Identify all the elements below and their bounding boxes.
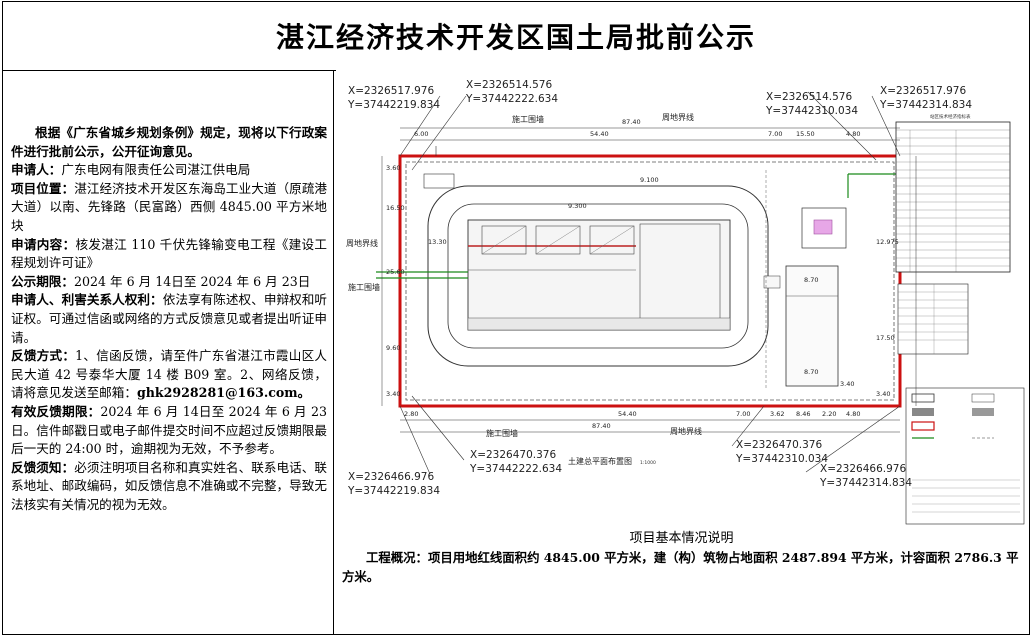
dim-bottom-3: 7.00 [736,410,750,418]
content-row: 申请内容：核发湛江 110 千伏先锋输变电工程《建设工程规划许可证》 [11,236,327,273]
location-row: 项目位置：湛江经济技术开发区东海岛工业大道（原疏港大道）以南、先锋路（民富路）西… [11,180,327,236]
coord-n1-x: X=2326514.576 [466,79,552,91]
feedback-row: 反馈方式：1、信函反馈，请至件广东省湛江市霞山区人民大道 42 号泰华大厦 14… [11,347,327,403]
coord-ne-y: Y=37442314.834 [879,99,972,111]
dim-left-3: 9.60 [386,344,400,352]
dim-inner-1: 9.300 [568,202,587,210]
rights-value: 依法享有陈述权、申辩权和听证权。可通过信函或网络的方式反馈意见或者提出听证申请。 [11,292,328,345]
content-label: 申请内容： [11,236,76,252]
label-left-road: 周地界线 [346,238,378,248]
red-line-boundary [398,154,902,408]
applicant-value: 广东电网有限责任公司湛江供电局 [61,162,251,178]
dim-top-0: 6.00 [414,130,428,138]
dim-bottom-0: 2.80 [404,410,418,418]
coord-se-x: X=2326466.976 [820,463,906,475]
label-scale: 1:1000 [640,460,656,466]
notes-row: 反馈须知：必须注明项目名称和真实姓名、联系电话、联系地址、邮政编码，如反馈信息不… [11,459,327,515]
project-summary: 工程概况：项目用地红线面积约 4845.00 平方米，建（构）筑物占地面积 24… [342,548,1026,586]
dim-bottom-2: 87.40 [592,422,611,430]
content-value: 核发湛江 110 千伏先锋输变电工程《建设工程规划许可证》 [11,236,327,271]
period-value: 2024 年 6 月 14日至 2024 年 6 月 23日 [73,273,311,289]
notes-label: 反馈须知： [11,459,75,475]
feedback-value: 1、信函反馈，请至件广东省湛江市霞山区人民大道 42 号泰华大厦 14 楼 B0… [11,348,328,401]
dim-left-0: 3.60 [386,164,400,172]
dim-bottom-4: 3.62 [770,410,784,418]
small-yard [801,207,847,249]
dim-left-5: 3.40 [386,390,400,398]
coord-n1-y: Y=37442222.634 [465,93,558,105]
location-value: 湛江经济技术开发区东海岛工业大道（原疏港大道）以南、先锋路（民富路）西侧 484… [11,180,328,233]
label-plan-title: 土建总平面布置图 [568,456,632,466]
coord-ne-x: X=2326517.976 [880,85,966,97]
coord-nw-x: X=2326517.976 [348,85,434,97]
label-left-wall: 施工围墙 [348,282,380,292]
coord-sw-y: Y=37442219.834 [347,485,440,497]
label-table-title: 站区技术经济指标表 [930,113,971,120]
coord-s2-y: Y=37442310.034 [735,453,828,465]
dim-top-5: 4.80 [846,130,860,138]
dim-top-4: 15.50 [796,130,815,138]
sub-table [897,283,969,355]
deadline-label: 有效反馈期限： [11,403,101,419]
notes-value: 必须注明项目名称和真实姓名、联系电话、联系地址、邮政编码，如反馈信息不准确或不完… [11,459,328,512]
period-row: 公示期限：2024 年 6 月 14日至 2024 年 6 月 23日 [11,273,327,292]
tech-index-table [895,121,1011,273]
title-row: 湛江经济技术开发区国土局批前公示 [3,2,1029,71]
label-bottom-wall: 施工围墙 [486,428,518,438]
annex-building [785,265,839,387]
plan-panel: X=2326517.976 Y=37442219.834 X=2326514.5… [334,70,1029,634]
summary-text: 项目用地红线面积约 4845.00 平方米，建（构）筑物占地面积 2487.89… [342,550,1019,584]
label-top-road: 周地界线 [662,112,694,122]
coord-s2-x: X=2326470.376 [736,439,822,451]
feedback-email[interactable]: ghk2928281@163.com。 [136,385,311,401]
dim-inner-3: 3.40 [840,380,854,388]
coord-s1-y: Y=37442222.634 [469,463,562,475]
coord-n2-y: Y=37442310.034 [765,105,858,117]
coord-s1-x: X=2326470.376 [470,449,556,461]
coord-sw-x: X=2326466.976 [348,471,434,483]
site-plan-drawing: X=2326517.976 Y=37442219.834 X=2326514.5… [336,70,1029,526]
construction-wall [405,161,895,401]
dim-right-0: 12.975 [876,238,899,246]
notice-panel: 根据《广东省城乡规划条例》规定，现将以下行政案件进行批前公示，公开征询意见。 申… [3,70,334,634]
notice-text: 根据《广东省城乡规划条例》规定，现将以下行政案件进行批前公示，公开征询意见。 申… [11,124,327,514]
dim-bottom-7: 4.80 [846,410,860,418]
summary-label: 工程概况： [366,550,428,565]
feedback-label: 反馈方式： [11,348,76,364]
rights-label: 申请人、利害关系人权利： [11,292,163,308]
dim-top-3: 7.00 [768,130,782,138]
page-title: 湛江经济技术开发区国土局批前公示 [275,21,756,54]
dim-top-2: 87.40 [622,118,641,126]
deadline-value: 2024 年 6 月 14日至 2024 年 6 月 23 日。信件邮戳日或电子… [11,403,327,457]
rights-row: 申请人、利害关系人权利：依法享有陈述权、申辩权和听证权。可通过信函或网络的方式反… [11,291,327,347]
coord-se-y: Y=37442314.834 [819,477,912,489]
notice-intro: 根据《广东省城乡规划条例》规定，现将以下行政案件进行批前公示，公开征询意见。 [11,125,327,159]
dim-inner-0: 9.100 [640,176,659,184]
ring-road-inner [447,203,749,349]
dim-left-1: 16.50 [386,204,405,212]
deadline-row: 有效反馈期限：2024 年 6 月 14日至 2024 年 6 月 23 日。信… [11,403,327,459]
applicant-row: 申请人：广东电网有限责任公司湛江供电局 [11,161,327,180]
dim-right-1: 17.50 [876,334,895,342]
location-label: 项目位置： [11,180,75,196]
dim-right-2: 3.40 [876,390,890,398]
main-building [467,219,731,331]
label-bottom-road: 周地界线 [670,426,702,436]
dim-right-3: 8.70 [804,368,818,376]
info-caption: 项目基本情况说明 [629,531,734,546]
label-top-wall: 施工围墙 [512,114,544,124]
dim-left-2: 25.60 [386,268,405,276]
dim-bottom-6: 2.20 [822,410,836,418]
dim-inner-2: 8.70 [804,276,818,284]
applicant-label: 申请人： [11,162,62,178]
period-label: 公示期限： [11,273,74,289]
dim-bottom-5: 8.46 [796,410,810,418]
dim-top-1: 54.40 [590,130,609,138]
coord-n2-x: X=2326514.576 [766,91,852,103]
coord-nw-y: Y=37442219.834 [347,99,440,111]
dim-bottom-1: 54.40 [618,410,637,418]
dim-left-4: 13.30 [428,238,447,246]
